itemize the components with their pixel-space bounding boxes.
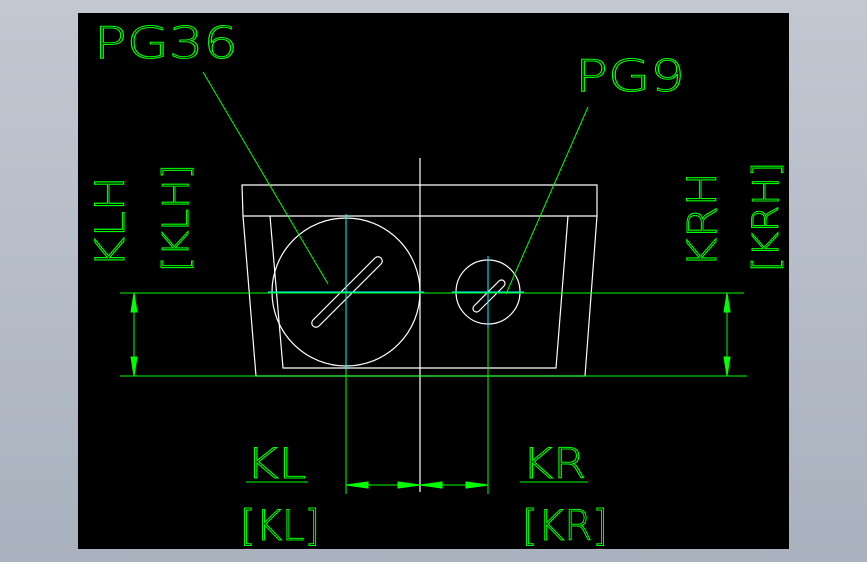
dimension-labels: PG36 PG9 KL [KL] KR [KR] KLH [KLH] KRH […	[88, 18, 788, 551]
pg9-leader	[505, 106, 589, 295]
centerlines	[268, 214, 524, 370]
klh-arrow-top	[130, 292, 138, 313]
kl-arrow-right	[397, 481, 421, 489]
label-krh: KRH	[680, 172, 726, 268]
pg36-leader	[202, 71, 329, 285]
label-kr-ref: [KR]	[522, 501, 608, 550]
label-pg36: PG36	[94, 18, 238, 69]
label-klh: KLH	[88, 176, 134, 268]
label-pg9: PG9	[575, 51, 685, 102]
gland-pg36-slot	[311, 256, 383, 328]
label-krh-ref: [KRH]	[746, 162, 787, 272]
gland-pg9-slot	[472, 279, 506, 313]
kr-arrow-left	[419, 481, 443, 489]
label-kr: KR	[522, 439, 586, 488]
kl-arrow-left	[345, 481, 369, 489]
label-kl-ref: [KL]	[240, 501, 320, 550]
label-kl: KL	[246, 439, 306, 488]
krh-arrow-top	[723, 292, 731, 313]
dimensions	[120, 71, 747, 494]
kr-arrow-right	[465, 481, 489, 489]
drawing-background	[78, 13, 789, 549]
klh-arrow-bottom	[130, 356, 138, 377]
krh-arrow-bottom	[723, 356, 731, 377]
label-klh-ref: [KLH]	[156, 164, 197, 272]
